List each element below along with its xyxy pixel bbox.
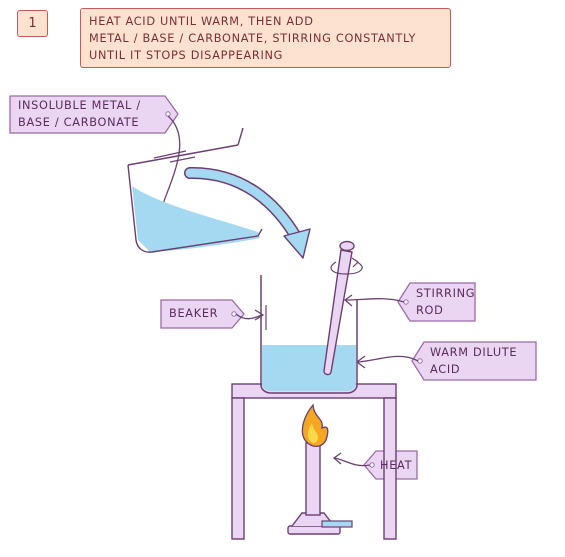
step-number: 1 [28, 16, 37, 31]
step-number-badge: 1 [17, 10, 48, 37]
insoluble-tag-hole [165, 111, 171, 117]
pouring-liquid [132, 186, 260, 252]
acid-label-line-2: ACID [430, 363, 461, 376]
instruction-line-1: HEAT ACID UNTIL WARM, THEN ADD [89, 15, 314, 28]
beaker-pointer-head [254, 309, 265, 321]
heat-pointer-head [332, 452, 342, 465]
transfer-arrow-icon [184, 166, 311, 259]
stirring-rod-label-line-1: STIRRING [416, 287, 476, 300]
beaker-label-tag [160, 299, 245, 329]
bunsen-burner [287, 442, 353, 535]
stirring-rod-tag-hole [403, 299, 409, 305]
beaker-tag-hole [231, 311, 237, 317]
acid-label-line-1: WARM DILUTE [430, 346, 518, 359]
acid-tag-hole [417, 358, 423, 364]
stirring-rod-pointer-head [343, 294, 353, 307]
acid-pointer-line [357, 355, 419, 363]
insoluble-label-line-1: INSOLUBLE METAL / [18, 99, 141, 112]
stirring-rod-pointer-line [345, 298, 405, 303]
beaker-pointer-line [235, 313, 263, 320]
instruction-box: HEAT ACID UNTIL WARM, THEN ADD METAL / B… [80, 8, 451, 68]
heat-tag-hole [369, 462, 375, 468]
instruction-line-3: UNTIL IT STOPS DISAPPEARING [89, 49, 284, 62]
pouring-container-outline [127, 164, 263, 253]
heat-label: HEAT [380, 459, 413, 472]
acid-label-tag [411, 341, 537, 381]
stirring-rod [323, 240, 363, 376]
insoluble-label-tag [9, 95, 179, 134]
stirring-rod-label-tag [397, 282, 476, 322]
flame-icon [301, 403, 329, 447]
stirring-rod-label-line-2: ROD [416, 304, 444, 317]
rotation-arrow-icon [330, 261, 363, 275]
instruction-line-2: METAL / BASE / CARBONATE, STIRRING CONST… [89, 32, 417, 45]
beaker-label: BEAKER [169, 307, 219, 320]
insoluble-label-line-2: BASE / CARBONATE [18, 116, 140, 129]
heat-pointer-line [334, 457, 371, 467]
beaker-acid-liquid [262, 345, 356, 391]
beaker-outline [260, 275, 358, 394]
pouring-container [127, 127, 263, 253]
